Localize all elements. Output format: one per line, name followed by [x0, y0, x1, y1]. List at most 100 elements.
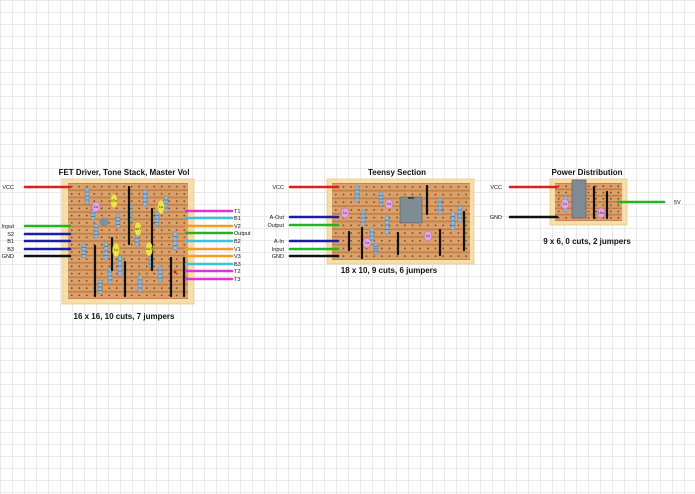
strip-hole	[465, 216, 468, 219]
resistor	[354, 185, 360, 203]
strip-hole	[115, 287, 118, 290]
strip-hole	[365, 209, 368, 211]
strip-hole	[403, 193, 406, 196]
strip-hole	[350, 185, 353, 188]
strip-hole	[465, 193, 468, 196]
strip-hole	[70, 243, 73, 246]
resistor	[373, 243, 379, 255]
strip-hole	[175, 192, 178, 195]
strip-hole	[175, 265, 178, 268]
strip-hole	[183, 229, 186, 232]
resistor	[437, 197, 443, 215]
wire-label: GND	[272, 254, 284, 260]
strip-hole	[123, 221, 126, 224]
capacitor-label: 47n	[111, 199, 118, 203]
strip-hole	[145, 221, 148, 224]
strip-hole	[153, 250, 156, 253]
strip-hole	[457, 255, 460, 258]
strip-hole	[183, 185, 186, 188]
strip-hole	[442, 201, 445, 204]
board-1-wire-output: Output	[184, 231, 251, 237]
strip-hole	[108, 200, 111, 203]
resistor	[137, 275, 143, 293]
strip-hole	[426, 216, 429, 219]
strip-hole	[85, 221, 88, 224]
strip-hole	[130, 287, 133, 290]
strip-hole	[130, 192, 133, 195]
strip-hole	[130, 265, 133, 268]
strip-hole	[396, 216, 399, 219]
strip-hole	[457, 247, 460, 250]
strip-hole	[108, 221, 111, 224]
strip-hole	[442, 232, 445, 234]
strip-hole	[145, 258, 148, 261]
strip-hole	[153, 192, 156, 195]
strip-hole	[357, 224, 360, 227]
strip-hole	[396, 201, 399, 204]
strip-hole	[350, 232, 353, 234]
board-2-title: Teensy Section	[368, 168, 426, 177]
strip-hole	[115, 279, 118, 282]
strip-hole	[380, 255, 383, 258]
resistor	[384, 215, 390, 235]
strip-hole	[426, 247, 429, 250]
strip-hole	[380, 224, 383, 227]
strip-hole	[70, 214, 73, 217]
strip-hole	[78, 265, 81, 268]
strip-hole	[434, 232, 437, 234]
strip-hole	[365, 185, 368, 188]
strip-hole	[138, 272, 141, 275]
strip-hole	[342, 185, 345, 188]
strip-hole	[411, 255, 414, 258]
strip-hole	[557, 197, 560, 200]
strip-hole	[108, 192, 111, 195]
resistor	[84, 187, 90, 205]
strip-hole	[123, 214, 126, 217]
ceramic-capacitor: 1u	[362, 237, 372, 249]
strip-hole	[350, 247, 353, 250]
strip-hole	[403, 224, 406, 227]
film-capacitor: 1u	[112, 242, 120, 258]
strip-hole	[130, 279, 133, 282]
strip-hole	[70, 236, 73, 239]
resistor	[157, 265, 163, 283]
strip-hole	[388, 247, 391, 250]
strip-hole	[160, 229, 163, 232]
resistor	[172, 231, 178, 251]
strip-hole	[70, 250, 73, 253]
strip-hole	[350, 209, 353, 211]
wire-label: Output	[234, 231, 251, 237]
strip-hole	[442, 255, 445, 258]
strip-hole	[153, 279, 156, 282]
board-2-wire-a-in: A-In	[274, 239, 340, 245]
strip-hole	[93, 200, 96, 203]
strip-hole	[153, 214, 156, 217]
strip-hole	[411, 185, 414, 188]
copper-strip	[332, 253, 470, 260]
strip-hole	[602, 204, 605, 207]
strip-hole	[115, 265, 118, 268]
capacitor-label: 4u7	[146, 247, 153, 251]
strip-hole	[175, 250, 178, 253]
board-1-wire-t3: T3	[184, 277, 240, 283]
strip-hole	[100, 214, 103, 217]
strip-hole	[115, 185, 118, 188]
strip-hole	[130, 258, 133, 261]
strip-hole	[557, 191, 560, 194]
strip-hole	[153, 287, 156, 290]
copper-strip	[68, 241, 188, 248]
wire-label: GND	[2, 254, 14, 260]
strip-hole	[100, 265, 103, 268]
strip-hole	[388, 255, 391, 258]
resistor	[115, 213, 121, 229]
wire-label: V1	[234, 247, 241, 253]
board-1-wire-s2: S2	[7, 232, 72, 238]
strip-hole	[168, 294, 171, 297]
strip-hole	[602, 185, 605, 188]
strip-hole	[85, 250, 88, 253]
strip-hole	[342, 255, 345, 258]
strip-hole	[78, 236, 81, 239]
strip-hole	[153, 229, 156, 232]
strip-hole	[342, 193, 345, 196]
capacitor-label: 1u	[387, 202, 391, 206]
